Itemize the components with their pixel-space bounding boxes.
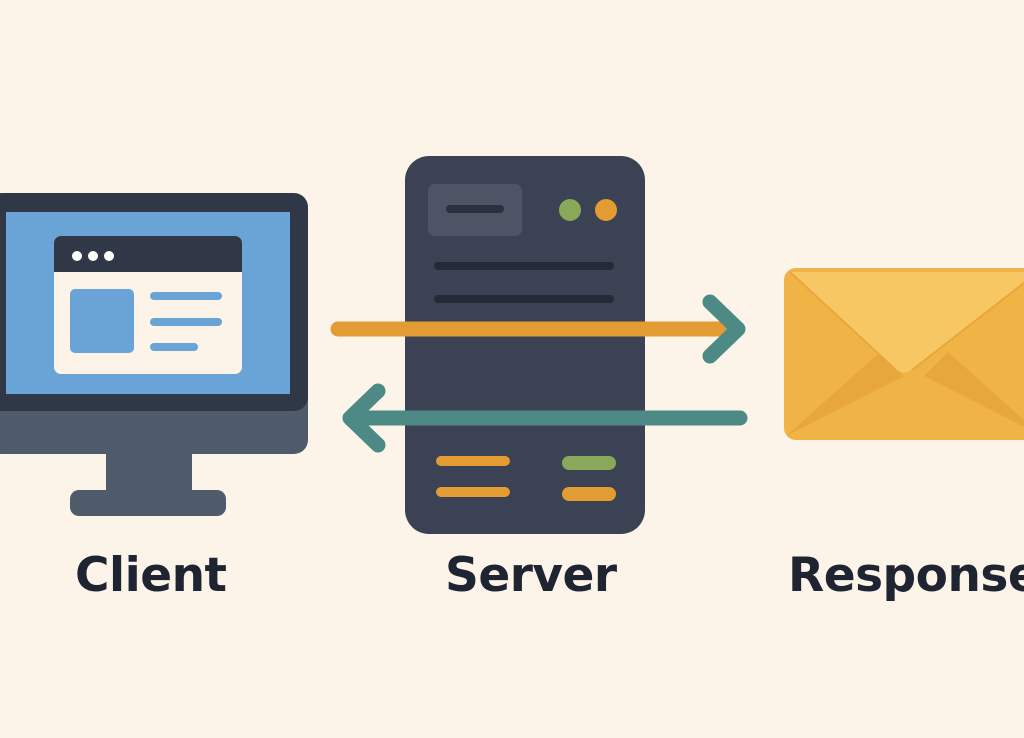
envelope-flap [790,272,1024,373]
server-body [405,156,645,534]
window-image-block [70,289,134,353]
window-text-line [150,318,222,326]
client-label: Client [75,548,227,603]
envelope-fold [911,281,1024,371]
monitor-base [70,490,226,516]
server-line [434,295,614,303]
status-light-green [559,199,581,221]
server-line [434,262,614,270]
server-label: Server [445,548,617,603]
window-text-line [150,343,198,351]
server-indicator [436,456,510,466]
window-text-line [150,292,222,300]
envelope-bottom-left [786,352,904,436]
window-dot [72,251,82,261]
envelope-fold [789,271,897,371]
window-dot [88,251,98,261]
window-dot [104,251,114,261]
server-panel-slot [446,205,504,213]
server-indicator [436,487,510,497]
server-icon [405,156,645,534]
response-label: Response [788,548,1024,603]
monitor-neck [106,446,192,498]
response-arrow [342,383,748,453]
server-indicator [562,487,616,501]
monitor-icon [0,193,308,516]
request-arrow [330,294,746,364]
status-light-orange [595,199,617,221]
envelope-bottom-right [924,352,1024,427]
envelope-icon [784,268,1024,440]
server-indicator [562,456,616,470]
browser-window-icon [54,236,242,374]
